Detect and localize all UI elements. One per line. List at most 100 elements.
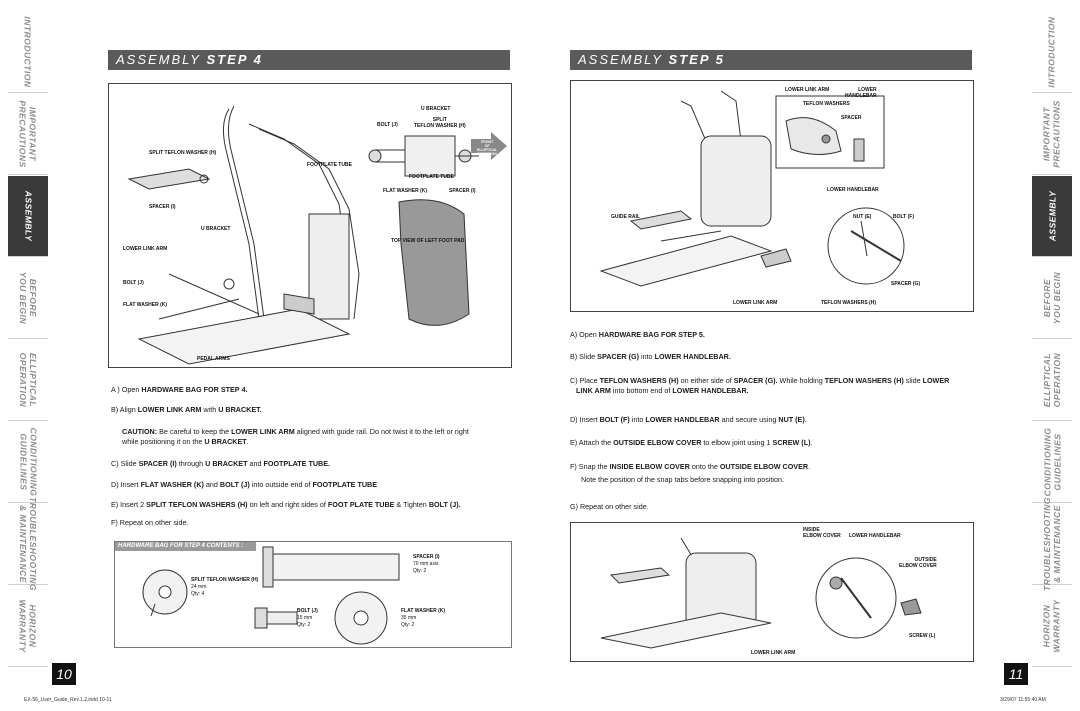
step5-d: D) Insert BOLT (F) into LOWER HANDLEBAR … [570,415,807,424]
fig5-label-lower-handlebar-top: LOWER HANDLEBAR [845,87,877,99]
fig5b-label-lower-link-arm: LOWER LINK ARM [751,650,796,656]
step4-d: D) Insert FLAT WASHER (K) and BOLT (J) i… [111,480,378,489]
page-number-right: 11 [1004,663,1028,685]
section-tab: HORIZON WARRANTY [1032,586,1072,667]
front-arrow-icon [471,132,507,160]
section-tab: TROUBLESHOOTING & MAINTENANCE [1032,497,1072,591]
section-tab: ELLIPTICAL OPERATION [8,340,48,421]
step5-header-bold: STEP 5 [668,52,725,67]
step5-a: A) Open HARDWARE BAG FOR STEP 5. [570,330,705,339]
section-tab: BEFORE YOU BEGIN [8,258,48,339]
section-tab-label: HORIZON WARRANTY [18,599,39,653]
hardware-bag-box: SPACER (I) 70 mm axis Qty: 2 SPLIT TEFLO… [114,541,512,648]
section-tab: HORIZON WARRANTY [8,586,48,667]
section-tab-label: ELLIPTICAL OPERATION [18,352,38,408]
section-tab: ASSEMBLY [1032,176,1072,257]
hardware-illustration [142,546,400,645]
detail-label-flat: FLAT WASHER (K) [383,188,428,194]
fig5-label-lower-link-arm-top: LOWER LINK ARM [785,87,830,93]
fig5-label-lower-handlebar: LOWER HANDLEBAR [827,187,879,193]
hw-bolt-size: 15 mm [297,615,313,621]
fig-label-split-teflon: SPLIT TEFLON WASHER (H) [149,150,217,156]
section-tab: INTRODUCTION [8,12,48,93]
section-tab-label: CONDITIONING GUIDELINES [1042,427,1062,497]
fig5b-label-screw: SCREW (L) [909,633,936,639]
section-tab-label: IMPORTANT PRECAUTIONS [1042,100,1062,168]
hw-spacer-name: SPACER (I) [413,554,440,560]
step5-e: E) Attach the OUTSIDE ELBOW COVER to elb… [570,438,813,447]
fig-label-footplate-tube: FOOTPLATE TUBE [307,162,352,168]
detail-label-u-bracket: U BRACKET [421,106,451,112]
detail-label-arrow: FRONT OF ELLIPTICAL DIRECTION [477,140,498,156]
hw-flat-qty: Qty: 2 [401,622,415,628]
hw-spacer-qty: Qty: 2 [413,568,427,574]
section-tab: CONDITIONING GUIDELINES [1032,422,1072,503]
step5-c: C) Place TEFLON WASHERS (H) on either si… [570,376,950,395]
step5-g: G) Repeat on other side. [570,502,649,511]
footer-left: EX-56_User_Guide_Rev.1.2.indd 10-11 [24,697,112,703]
hw-flat-size: 35 mm [401,615,417,621]
page-number-left: 10 [52,663,76,685]
step4-header-light: ASSEMBLY [116,52,201,67]
step4-e: E) Insert 2 SPLIT TEFLON WASHERS (H) on … [111,500,461,509]
fig5-label-guide-rail: GUIDE RAIL [611,214,640,220]
section-tab-label: BEFORE YOU BEGIN [1042,271,1063,325]
detail-label-split: SPLIT TEFLON WASHER (H) [414,117,466,129]
step5-header-light: ASSEMBLY [578,52,663,67]
step5-illustration [599,90,905,287]
section-tab: INTRODUCTION [1032,12,1072,93]
step4-f: F) Repeat on other side. [111,518,189,527]
hw-flat-name: FLAT WASHER (K) [401,608,446,614]
step5-f-note: Note the position of the snap tabs befor… [581,475,784,484]
detail-label-footplate: FOOTPLATE TUBE [409,174,454,180]
section-tab-label: INTRODUCTION [1047,16,1058,88]
step4-c: C) Slide SPACER (I) through U BRACKET an… [111,459,331,468]
section-tab: ASSEMBLY [8,176,48,257]
section-tab: TROUBLESHOOTING & MAINTENANCE [8,497,48,591]
section-tab-label: ASSEMBLY [23,190,34,242]
fig-label-flat-washer: FLAT WASHER (K) [123,302,168,308]
hw-spacer-size: 70 mm axis [413,561,439,567]
hw-split-name: SPLIT TEFLON WASHER (H) [191,577,259,583]
step5-b: B) Slide SPACER (G) into LOWER HANDLEBAR… [570,352,731,361]
fig5b-label-lower-handlebar: LOWER HANDLEBAR [849,533,901,539]
detail-label-spacer: SPACER (I) [449,188,476,194]
section-tab: BEFORE YOU BEGIN [1032,258,1072,339]
fig5-label-teflon-top: TEFLON WASHERS [803,101,850,107]
section-tab: ELLIPTICAL OPERATION [1032,340,1072,421]
fig-label-lower-link-arm: LOWER LINK ARM [123,246,168,252]
hardware-bag-title: HARDWARE BAG FOR STEP 4 CONTENTS : [114,541,256,551]
section-tab: IMPORTANT PRECAUTIONS [1032,94,1072,175]
section-tab: IMPORTANT PRECAUTIONS [8,94,48,175]
step4-a: A ) Open HARDWARE BAG FOR STEP 4. [111,385,248,394]
step5-figure: LOWER LINK ARM LOWER HANDLEBAR TEFLON WA… [570,80,974,312]
section-tab-label: TROUBLESHOOTING & MAINTENANCE [1042,497,1063,591]
step5-header: ASSEMBLY STEP 5 [570,50,972,70]
fig-label-u-bracket: U BRACKET [201,226,231,232]
fig-label-bolt: BOLT (J) [123,280,144,286]
step4-header: ASSEMBLY STEP 4 [108,50,510,70]
step4-b: B) Align LOWER LINK ARM with U BRACKET. [111,405,262,414]
section-tab-label: TROUBLESHOOTING & MAINTENANCE [18,497,39,591]
section-tab-label: ASSEMBLY [1047,190,1058,242]
fig-label-spacer: SPACER (I) [149,204,176,210]
section-tab-label: HORIZON WARRANTY [1042,599,1063,653]
footer-right: 3/29/07 11:55:40 AM [1000,697,1046,703]
section-tab-label: IMPORTANT PRECAUTIONS [18,100,38,168]
fig5-label-teflon-h: TEFLON WASHERS (H) [821,300,876,306]
fig5b-label-inside: INSIDE ELBOW COVER [803,527,841,539]
fig5-label-spacer-top: SPACER [841,115,862,121]
section-tab-label: CONDITIONING GUIDELINES [18,427,38,497]
step4-figure: SPLIT TEFLON WASHER (H) FOOTPLATE TUBE S… [108,83,512,368]
fig-label-pedal-arms: PEDAL ARMS [197,356,230,362]
section-tab-label: ELLIPTICAL OPERATION [1042,352,1062,408]
detail-label-topview: TOP VIEW OF LEFT FOOT PAD [391,238,465,244]
step4-header-bold: STEP 4 [206,52,263,67]
fig5-label-nut: NUT (E) [853,214,872,220]
fig5-label-bolt: BOLT (F) [893,214,915,220]
step5-f: F) Snap the INSIDE ELBOW COVER onto the … [570,462,811,471]
step4-illustration [127,105,507,365]
step5-elbow-figure: INSIDE ELBOW COVER LOWER HANDLEBAR OUTSI… [570,522,974,662]
section-tab-label: INTRODUCTION [23,16,34,88]
hw-bolt-name: BOLT (J) [297,608,318,614]
